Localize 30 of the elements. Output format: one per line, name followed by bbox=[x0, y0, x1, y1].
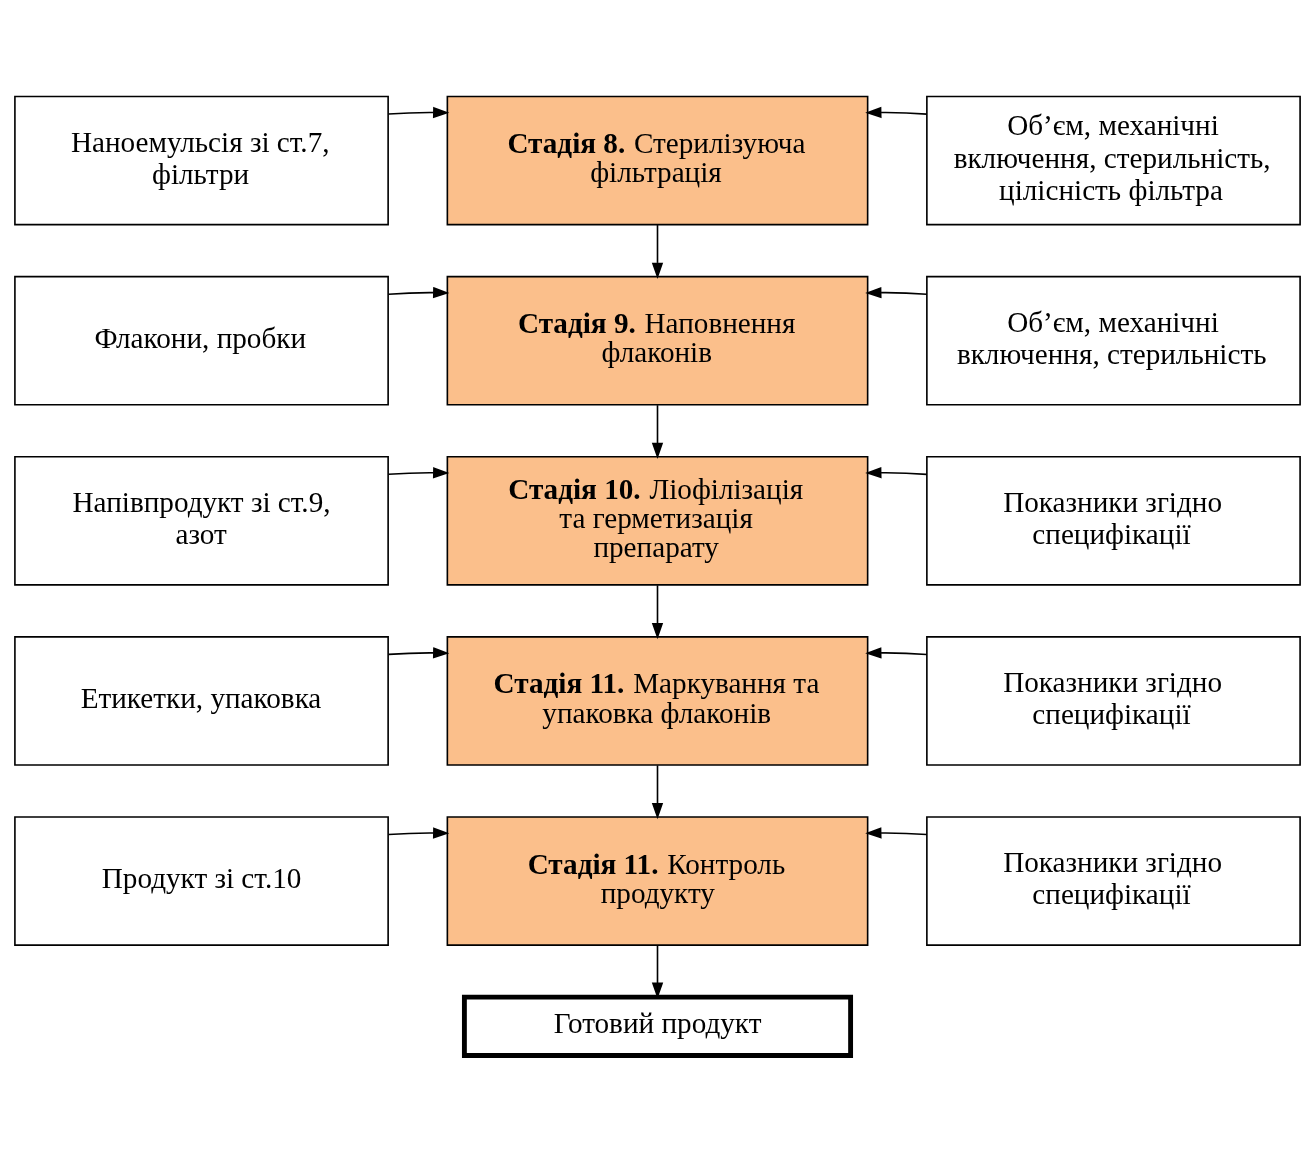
node-box: Стадія 9. Наповнення флаконів bbox=[446, 275, 869, 406]
arrow bbox=[865, 826, 928, 839]
node-box: Флакони, пробки bbox=[14, 275, 389, 406]
arrow bbox=[651, 223, 664, 279]
node-box: Об’єм, механічні включення, стерильність, цілісність фільтра bbox=[926, 95, 1301, 225]
node-box: Продукт зі ст.10 bbox=[14, 815, 389, 946]
arrow bbox=[651, 764, 664, 819]
arrow bbox=[651, 584, 664, 639]
arrow bbox=[387, 826, 450, 839]
node-box: Стадія 10. Ліофілізація та герметизація препарату bbox=[446, 455, 869, 586]
arrow bbox=[865, 286, 928, 298]
arrow bbox=[865, 106, 928, 118]
arrow bbox=[865, 466, 928, 478]
arrow bbox=[651, 403, 664, 459]
node-box: Показники згідно специфікації bbox=[926, 815, 1301, 946]
arrow bbox=[387, 106, 450, 118]
arrow bbox=[387, 646, 450, 659]
node-box: Етикетки, упаковка bbox=[14, 635, 389, 766]
node-box: Стадія 11. Маркування та упаковка флаконів bbox=[446, 635, 869, 766]
node-box: Показники згідно специфікації bbox=[926, 635, 1301, 766]
node-box: Стадія 8. Стерилізуюча фільтрація bbox=[446, 95, 869, 225]
arrow bbox=[865, 646, 928, 659]
arrow bbox=[387, 466, 450, 478]
node-box: Напівпродукт зі ст.9, азот bbox=[14, 455, 389, 586]
node-box: Стадія 11. Контроль продукту bbox=[446, 815, 869, 946]
node-box: Показники згідно специфікації bbox=[926, 455, 1301, 586]
node-box: Готовий продукт bbox=[461, 994, 854, 1058]
node-box: Об’єм, механічні включення, стерильність bbox=[926, 275, 1301, 406]
arrow bbox=[387, 286, 450, 298]
node-box: Наноемульсія зі ст.7, фільтри bbox=[14, 95, 389, 225]
